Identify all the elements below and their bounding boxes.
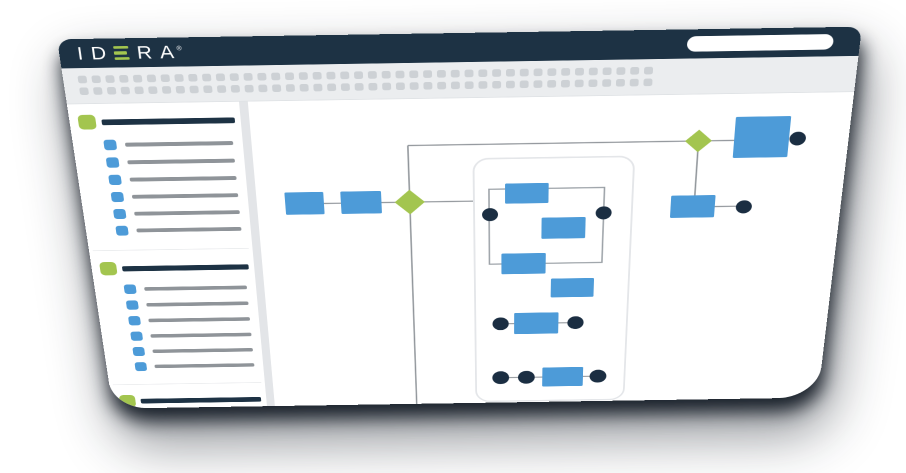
task-node-large[interactable] bbox=[732, 116, 792, 158]
subprocess-panel[interactable] bbox=[473, 156, 634, 401]
connector bbox=[408, 146, 417, 404]
event-node[interactable] bbox=[788, 131, 807, 146]
connector bbox=[408, 141, 686, 145]
task-node[interactable] bbox=[284, 191, 325, 215]
task-node[interactable] bbox=[505, 182, 549, 204]
decision-node[interactable] bbox=[394, 189, 426, 215]
task-node[interactable] bbox=[514, 312, 559, 335]
task-node[interactable] bbox=[501, 252, 546, 275]
app-window: ID RA ® bbox=[57, 26, 862, 409]
task-node[interactable] bbox=[669, 195, 716, 218]
event-node[interactable] bbox=[735, 200, 753, 214]
decision-node[interactable] bbox=[684, 129, 713, 153]
task-node[interactable] bbox=[340, 190, 382, 214]
task-node[interactable] bbox=[541, 216, 586, 239]
task-node[interactable] bbox=[550, 277, 595, 298]
task-node[interactable] bbox=[542, 366, 584, 387]
diagram-svg bbox=[284, 116, 807, 409]
